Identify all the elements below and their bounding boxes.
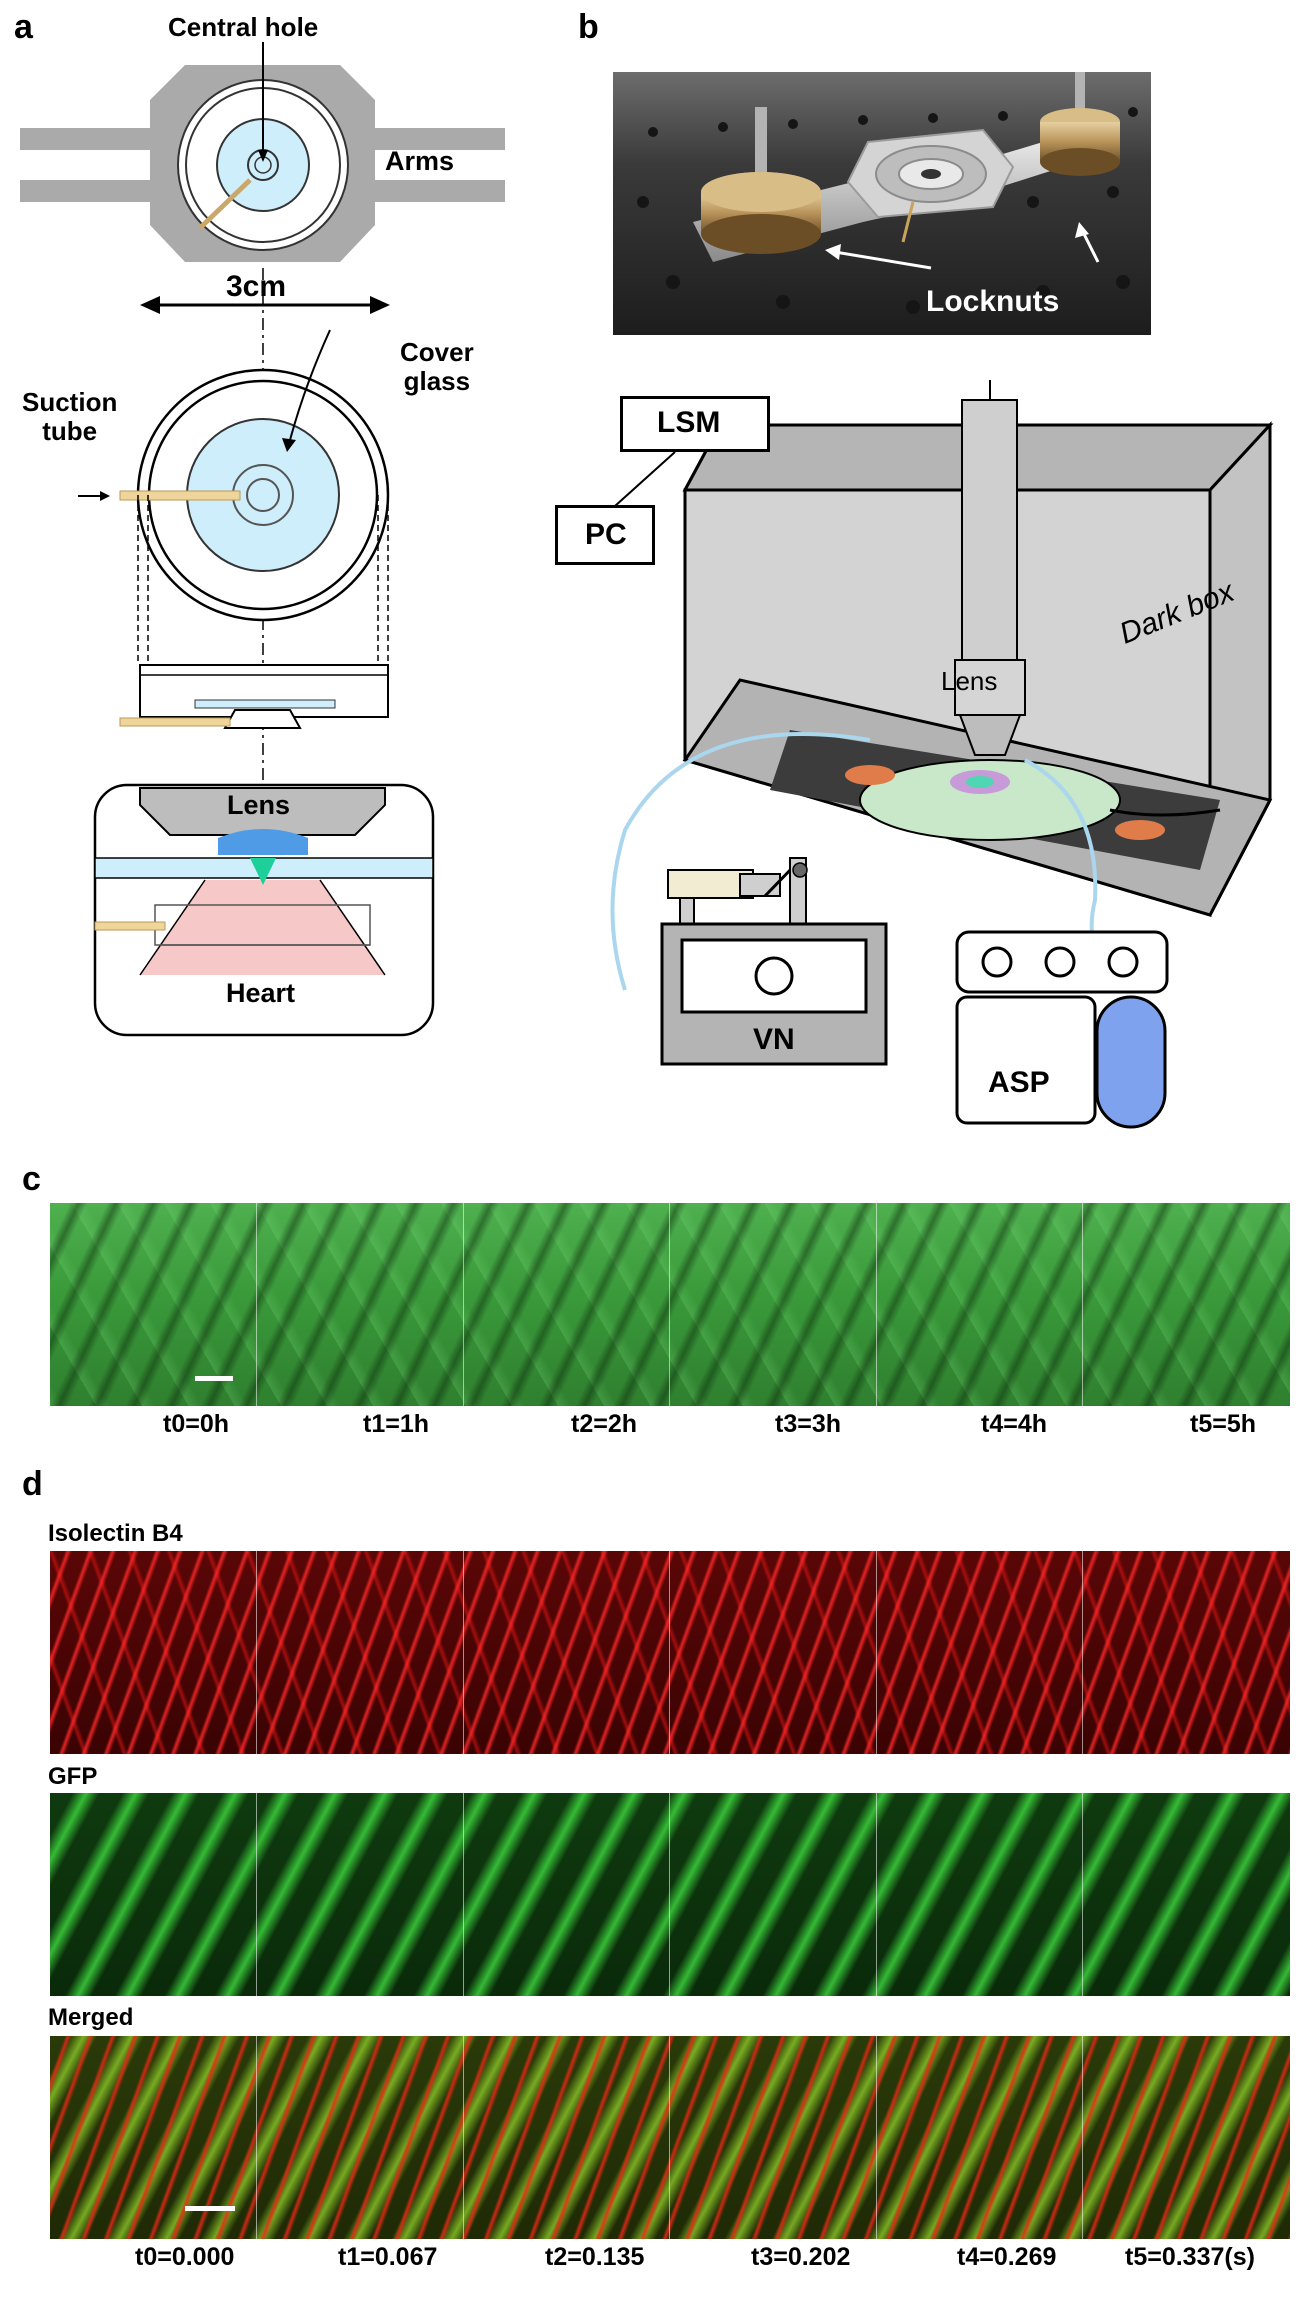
asp-label: ASP: [988, 1066, 1050, 1099]
panel-a-lens-label: Lens: [227, 790, 291, 820]
row-label-isolectin: Isolectin B4: [48, 1520, 183, 1547]
panel-b-letter: b: [578, 8, 599, 46]
isolectin-strip: [50, 1551, 1290, 1754]
row-label-merged: Merged: [48, 2004, 134, 2031]
lsm-label: LSM: [657, 406, 721, 439]
lsm-pc-cable: [614, 451, 676, 507]
heart-label: Heart: [226, 978, 296, 1008]
d-time-4: t4=0.269: [957, 2243, 1057, 2271]
c-time-0: t0=0h: [163, 1410, 230, 1438]
panel-b-lens-label: Lens: [941, 666, 998, 696]
holder-photo: [613, 72, 1151, 335]
cover-glass-label: Cover glass: [400, 337, 474, 396]
panel-d-letter: d: [22, 1465, 43, 1503]
suction-tube-label: Suction tube: [22, 387, 118, 446]
panel-a-diagram: [20, 42, 505, 1037]
vn-device-drawing: [660, 922, 888, 1066]
width-label: 3cm: [226, 270, 287, 303]
vn-label: VN: [753, 1023, 795, 1056]
d-time-3: t3=0.202: [751, 2243, 851, 2271]
d-time-2: t2=0.135: [545, 2243, 645, 2271]
d-time-0: t0=0.000: [135, 2243, 235, 2271]
c-time-4: t4=4h: [981, 1410, 1048, 1438]
asp-device-drawing: [955, 930, 1169, 1129]
panel-c-scale-bar: [195, 1376, 233, 1381]
panel-c-timelapse-strip: [50, 1203, 1290, 1406]
locknuts-label: Locknuts: [926, 285, 1060, 318]
arms-label: Arms: [385, 146, 455, 176]
row-label-gfp: GFP: [48, 1763, 98, 1790]
c-time-3: t3=3h: [775, 1410, 842, 1438]
panel-d-scale-bar: [185, 2206, 235, 2211]
panel-c-letter: c: [22, 1160, 41, 1198]
c-time-5: t5=5h: [1190, 1410, 1257, 1438]
c-time-2: t2=2h: [571, 1410, 638, 1438]
central-hole-label: Central hole: [168, 12, 319, 42]
pc-box: [555, 505, 655, 565]
c-time-1: t1=1h: [363, 1410, 430, 1438]
lsm-box: [620, 396, 770, 452]
panel-a-letter: a: [14, 8, 33, 46]
setup-schematic: [610, 380, 1274, 991]
gfp-strip: [50, 1793, 1290, 1996]
pc-label: PC: [585, 518, 627, 551]
merged-strip: [50, 2036, 1290, 2239]
d-time-5: t5=0.337(s): [1125, 2243, 1255, 2271]
d-time-1: t1=0.067: [338, 2243, 438, 2271]
